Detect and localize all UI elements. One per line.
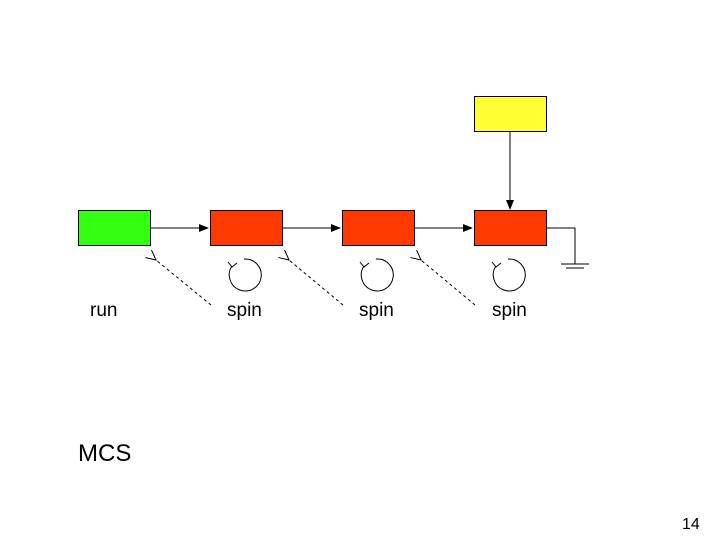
spin-loop-icon — [227, 258, 262, 292]
queue-node-spin-3 — [474, 210, 547, 246]
node-label-spin: spin — [359, 300, 394, 321]
page-number: 14 — [682, 516, 700, 533]
spin-loop-icon — [359, 258, 394, 292]
queue-node-new — [474, 96, 547, 132]
queue-node-spin-2 — [342, 210, 415, 246]
node-label-run: run — [90, 300, 118, 321]
spin-loop-icon — [491, 258, 526, 292]
dashed-watch-arrow-2 — [289, 260, 344, 306]
node-label-spin: spin — [492, 300, 527, 321]
slide-title: MCS — [78, 440, 132, 467]
queue-node-run — [78, 210, 151, 246]
dashed-watch-arrow-1 — [156, 260, 212, 306]
dashed-watch-arrow-3 — [421, 260, 476, 306]
node-label-spin: spin — [227, 300, 262, 321]
queue-node-spin-1 — [210, 210, 283, 246]
null-ground-icon — [547, 227, 589, 269]
